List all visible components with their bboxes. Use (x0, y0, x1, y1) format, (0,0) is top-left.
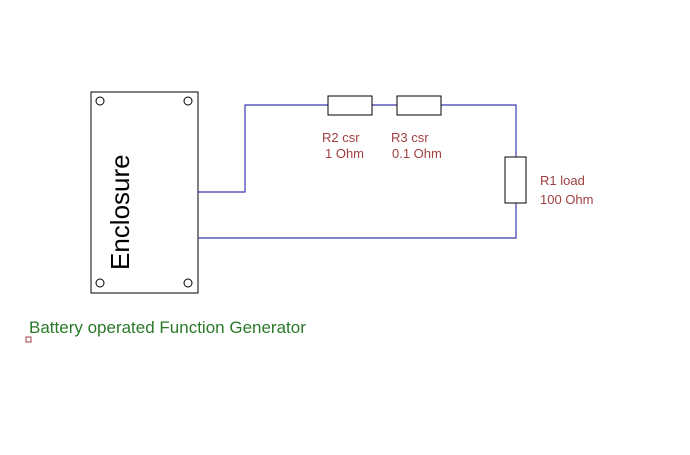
text-anchor-marker-icon (25, 336, 32, 343)
wire-r3-r1 (441, 104, 517, 157)
mounting-hole-icon (95, 96, 105, 106)
r2-value: 1 Ohm (325, 146, 364, 161)
resistor-r1 (504, 156, 527, 204)
enclosure-body (90, 91, 199, 294)
r3-designator: R3 csr (391, 130, 429, 145)
wires (198, 104, 517, 239)
diagram-caption: Battery operated Function Generator (29, 318, 306, 337)
enclosure-label: Enclosure (105, 154, 135, 270)
enclosure: Enclosure (90, 91, 199, 294)
r2-designator: R2 csr (322, 130, 360, 145)
mounting-hole-icon (95, 278, 105, 288)
mounting-hole-icon (183, 96, 193, 106)
wire-top (198, 104, 328, 193)
resistor-r3 (396, 95, 442, 116)
wire-bottom-return (198, 203, 517, 239)
r1-designator: R1 load (540, 173, 585, 188)
mounting-hole-icon (183, 278, 193, 288)
r1-value: 100 Ohm (540, 192, 593, 207)
r3-value: 0.1 Ohm (392, 146, 442, 161)
resistor-r2 (327, 95, 373, 116)
resistor-labels: R2 csr 1 Ohm R3 csr 0.1 Ohm R1 load 100 … (322, 130, 593, 207)
